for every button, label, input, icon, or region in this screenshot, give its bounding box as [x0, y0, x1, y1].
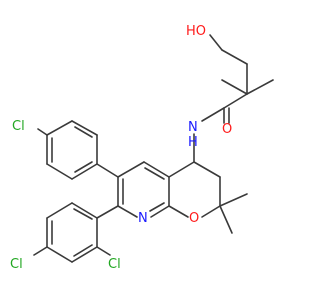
bond — [96, 205, 119, 219]
bond — [71, 163, 98, 180]
bond — [117, 205, 138, 218]
bond — [209, 34, 223, 51]
bond — [96, 163, 119, 178]
bond — [46, 163, 73, 180]
chlorine-atom-top: Cl — [12, 119, 25, 134]
atom-labels: Cl Cl Cl N H O HO N O — [10, 24, 232, 272]
structure-diagram: Cl Cl Cl N H O HO N O — [10, 24, 274, 272]
bond — [33, 246, 48, 256]
amide-hydrogen: H — [188, 135, 198, 150]
bond-lines — [33, 34, 274, 263]
bond — [46, 202, 73, 219]
bond-double — [73, 208, 93, 220]
bond-double — [144, 167, 165, 180]
bond — [46, 120, 73, 136]
bond — [150, 205, 170, 218]
bond — [37, 128, 48, 136]
bond-double — [149, 202, 165, 212]
bond-double — [74, 161, 93, 173]
bond — [221, 79, 248, 95]
bond — [71, 120, 98, 136]
ring-nitrogen: N — [138, 211, 148, 226]
bond — [201, 205, 221, 218]
bond — [71, 202, 98, 219]
bond — [221, 49, 248, 65]
chlorine-atom-right: Cl — [108, 257, 121, 272]
amide-nitrogen: N — [188, 120, 198, 135]
bond — [219, 205, 233, 234]
bond — [219, 193, 248, 207]
bond — [143, 161, 170, 178]
chlorine-atom-left: Cl — [10, 257, 23, 272]
bond — [246, 79, 274, 95]
hydroxyl-group: HO — [186, 24, 206, 39]
bond — [201, 107, 225, 122]
bond-double — [73, 244, 93, 257]
ring-oxygen: O — [189, 211, 199, 226]
bond — [193, 161, 221, 178]
bond — [117, 161, 145, 178]
bond — [223, 93, 248, 109]
bond — [71, 246, 98, 263]
bond — [46, 246, 73, 263]
bond — [168, 205, 189, 218]
bond — [168, 161, 195, 178]
bond — [96, 246, 111, 256]
bond-double — [74, 126, 93, 138]
carbonyl-oxygen: O — [222, 122, 232, 137]
